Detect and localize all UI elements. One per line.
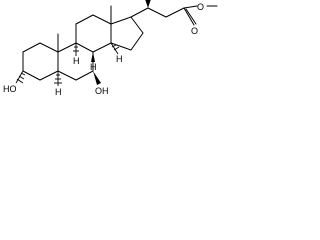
- methyl-groups: [57, 5, 112, 53]
- ring-a: [22, 42, 59, 81]
- side-chain-methyl-wedge: [145, 0, 151, 8]
- c7-hydroxyl-label: OH: [95, 86, 109, 96]
- c3-hydroxyl-hash-bond: [15, 70, 26, 84]
- ring-d: [110, 16, 144, 51]
- c14-hydrogen-hash-bond: [110, 42, 120, 55]
- c9-hydrogen-hash-bond: [73, 43, 79, 56]
- side-chain: [130, 0, 218, 26]
- ester-oxygen-carbonyl-label: O: [191, 26, 198, 36]
- c5-hydrogen-hash-bond: [54, 71, 62, 86]
- ester-oxygen-ether-label: O: [197, 2, 204, 12]
- stereo-bonds: [15, 42, 120, 86]
- ring-c: [75, 14, 112, 53]
- atom-labels: O O HO OH H H H H: [3, 2, 204, 97]
- c14-hydrogen-label: H: [116, 54, 123, 64]
- c7-hydroxyl-wedge: [93, 71, 101, 85]
- c8-hydrogen-wedge: [91, 52, 95, 62]
- c9-hydrogen-label: H: [73, 56, 80, 66]
- c8-hydrogen-label: H: [90, 62, 97, 72]
- c3-hydroxyl-label: HO: [3, 84, 17, 94]
- steroid-structure-diagram: O O HO OH H H H H: [3, 0, 218, 97]
- c5-hydrogen-label: H: [55, 87, 62, 97]
